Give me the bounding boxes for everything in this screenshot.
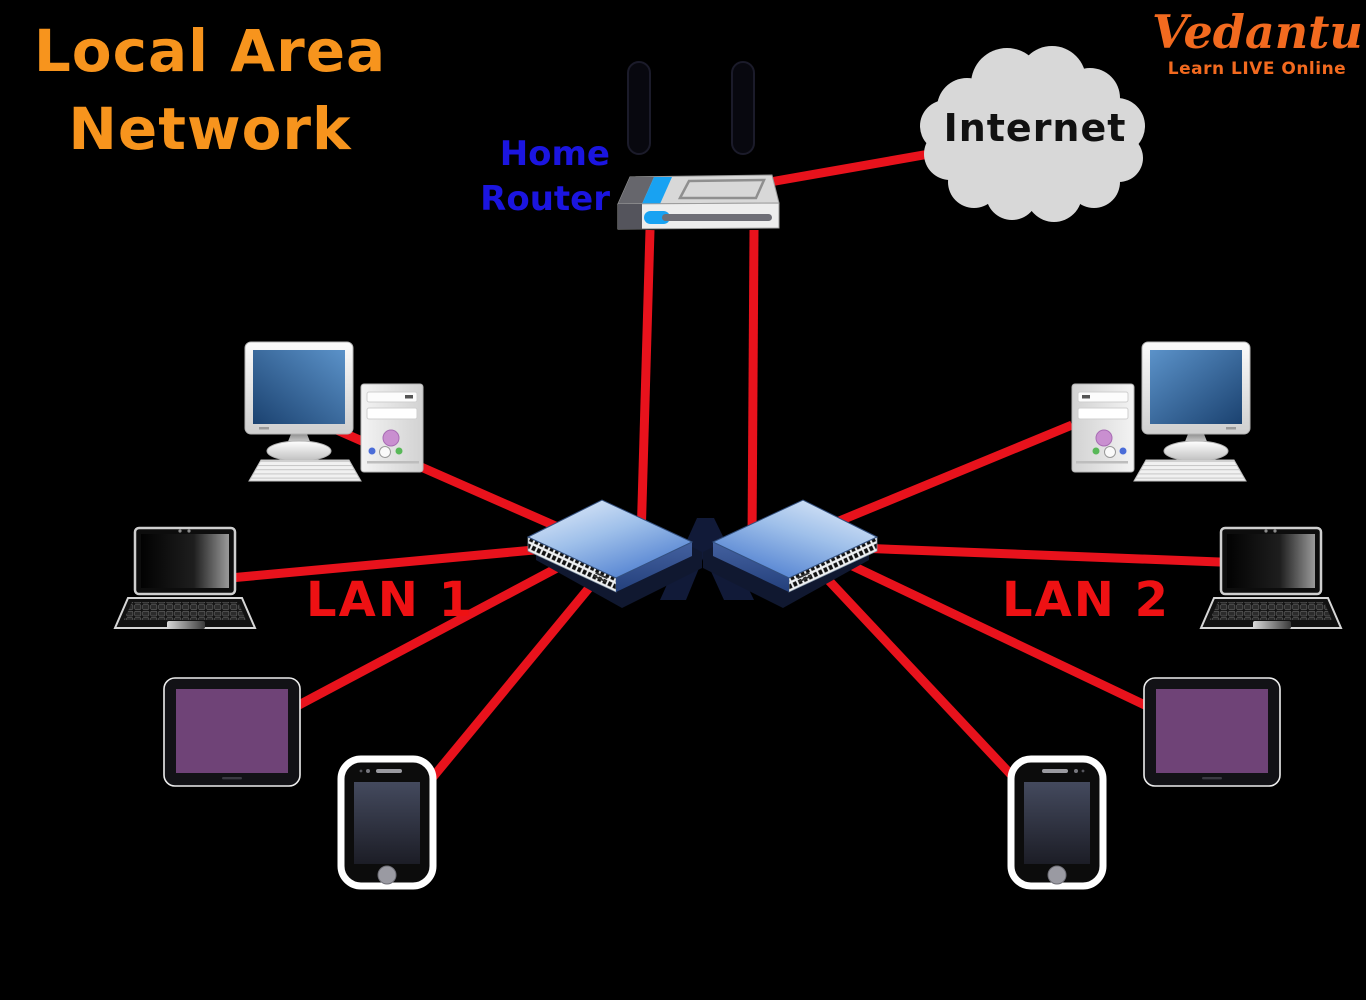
router-antenna-left (627, 61, 651, 155)
home-router-device (617, 61, 780, 230)
page-title-line1: Local Area (33, 17, 387, 85)
lan2-label: LAN 2 (1001, 572, 1170, 628)
lan1-label: LAN 1 (305, 572, 474, 628)
home-router-label-line2: Router (480, 179, 610, 219)
internet-label: Internet (943, 106, 1127, 150)
lan2-smartphone (1011, 759, 1103, 886)
connection-lan1-switch-phone (410, 568, 607, 803)
connection-lan1-switch-laptop (207, 544, 546, 585)
lan2-tablet (1143, 677, 1281, 787)
connection-router-lan2-switch (747, 229, 759, 541)
home-router-label-line1: Home (499, 134, 610, 174)
connection-lines (207, 145, 1246, 803)
connection-lan2-switch-desktop (830, 420, 1074, 529)
connection-router-internet (769, 145, 953, 187)
brand-tagline: Learn LIVE Online (1167, 59, 1347, 79)
lan2-desktop (1071, 341, 1251, 482)
connection-lan1-switch-tablet (279, 556, 575, 718)
brand-name: Vedantu (1152, 5, 1363, 59)
connection-lan2-switch-tablet (836, 554, 1170, 721)
lan1-smartphone (341, 759, 433, 886)
vedantu-logo: Vedantu Learn LIVE Online (1152, 5, 1363, 80)
connection-lan2-switch-laptop (857, 543, 1246, 568)
home-router-label: Home Router (448, 132, 610, 222)
connection-router-lan1-switch (636, 229, 655, 541)
lan1-desktop (244, 341, 424, 482)
lan2-laptop (1199, 526, 1343, 631)
page-title: Local Area Network (10, 12, 410, 168)
internet-cloud (920, 46, 1145, 222)
router-antenna-right (731, 61, 755, 155)
lan1-tablet (163, 677, 301, 787)
connection-lan2-switch-phone (814, 565, 1036, 801)
lan1-laptop (113, 526, 257, 631)
page-title-line2: Network (68, 95, 352, 163)
